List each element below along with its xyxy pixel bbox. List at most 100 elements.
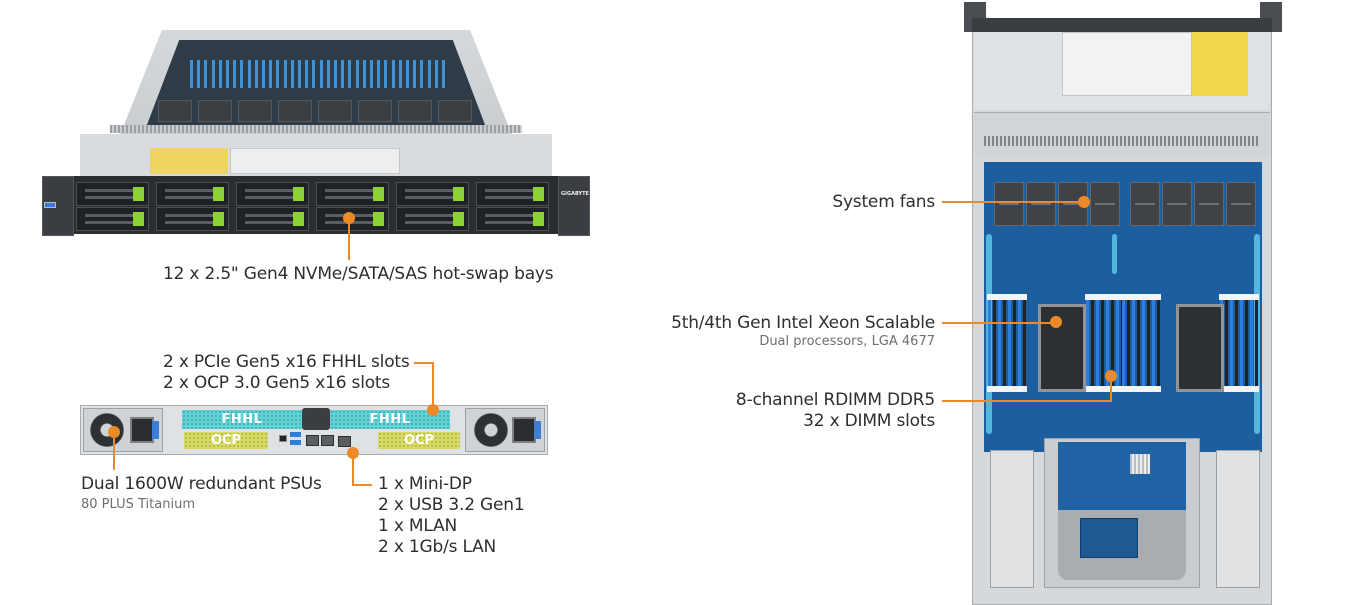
dimm-latch — [1234, 386, 1239, 392]
dimm-latch — [1249, 386, 1254, 392]
rear-io-callout-line-h — [352, 484, 372, 486]
dimm-latch — [1105, 294, 1110, 300]
drive-release-tab — [453, 212, 464, 226]
rear-io-usb: 2 x USB 3.2 Gen1 — [378, 495, 525, 515]
dimm-latch — [1229, 386, 1234, 392]
fan-group — [994, 182, 1256, 226]
drive-release-tab — [133, 212, 144, 226]
dimm-module — [341, 60, 345, 88]
dimm-latch — [1151, 386, 1156, 392]
dimm-latch — [987, 386, 992, 392]
fan-module — [238, 100, 272, 122]
fan-module — [994, 182, 1024, 226]
fan-module — [1058, 182, 1088, 226]
fan-module — [198, 100, 232, 122]
dimm-latch — [1012, 386, 1017, 392]
ocp-slots-label: 2 x OCP 3.0 Gen5 x16 slots — [163, 373, 391, 393]
dimm-slot — [1132, 294, 1135, 392]
drive-bay — [476, 207, 549, 231]
lan-port-2 — [321, 435, 334, 446]
processors-callout-line — [942, 322, 1060, 324]
lan-port-1 — [306, 435, 319, 446]
dimm-slot — [1003, 294, 1006, 392]
dimm-latch — [1224, 294, 1229, 300]
motherboard-lower — [1058, 442, 1186, 512]
dimm-latch — [1239, 294, 1244, 300]
dimm-module — [197, 60, 201, 88]
drive-release-tab — [293, 187, 304, 201]
dimm-slot — [1142, 294, 1145, 392]
dimm-module — [233, 60, 237, 88]
dimm-latch — [1254, 386, 1259, 392]
expansion-callout-line-h — [414, 362, 434, 364]
dimm-module — [218, 60, 222, 88]
cable-center — [1112, 234, 1117, 274]
fan-module — [1226, 182, 1256, 226]
dimm-latch — [1151, 294, 1156, 300]
fan-module — [278, 100, 312, 122]
dimm-latch — [1085, 294, 1090, 300]
fhhl-slot-left: FHHL — [182, 410, 302, 429]
dimm-latch — [1095, 386, 1100, 392]
fan-module — [1162, 182, 1192, 226]
fan-module — [1194, 182, 1224, 226]
right-rack-ear: GIGABYTE — [558, 176, 590, 236]
fan-module — [1090, 182, 1120, 226]
drive-bay — [156, 207, 229, 231]
dimm-module — [420, 60, 424, 88]
psu-latch — [534, 421, 541, 439]
drive-release-tab — [133, 187, 144, 201]
dimm-slot — [1086, 294, 1089, 392]
dimm-latch — [997, 386, 1002, 392]
drive-bay — [396, 207, 469, 231]
dimm-latch — [1022, 294, 1027, 300]
dimm-latch — [1115, 294, 1120, 300]
drive-bay — [76, 182, 149, 206]
top-vent-grille — [984, 136, 1260, 146]
dimm-module — [298, 60, 301, 88]
fan-module — [398, 100, 432, 122]
dimm-module — [355, 60, 359, 88]
dimm-slot — [1225, 294, 1228, 392]
ocp-board — [1080, 518, 1138, 558]
memory-callout-dot — [1105, 370, 1117, 382]
dimm-slot — [1101, 294, 1104, 392]
memory-callout-line-h — [942, 400, 1112, 402]
fan-module — [1026, 182, 1056, 226]
vent-grille — [110, 125, 522, 133]
memory-label: 8-channel RDIMM DDR5 — [735, 390, 935, 410]
dimm-slot — [993, 294, 996, 392]
caution-sticker — [150, 148, 228, 174]
drive-release-tab — [213, 187, 224, 201]
psu-sublabel: 80 PLUS Titanium — [81, 497, 195, 512]
dimm-latch — [1239, 386, 1244, 392]
dimm-latch — [1141, 294, 1146, 300]
dimm-latch — [1219, 294, 1224, 300]
processors-label: 5th/4th Gen Intel Xeon Scalable — [671, 313, 935, 333]
brand-badge: GIGABYTE — [561, 191, 589, 197]
fhhl-slot-right: FHHL — [330, 410, 450, 429]
dimm-slot — [1240, 294, 1243, 392]
memory-sublabel: 32 x DIMM slots — [803, 411, 935, 431]
dimm-latch — [1136, 386, 1141, 392]
dimm-latch — [992, 294, 997, 300]
drive-release-tab — [293, 212, 304, 226]
drive-bay — [476, 182, 549, 206]
rear-io-lan: 2 x 1Gb/s LAN — [378, 537, 497, 557]
dimm-latch — [992, 386, 997, 392]
dimm-slot — [1157, 294, 1160, 392]
dimm-module — [370, 60, 373, 88]
dimm-latch — [1090, 294, 1095, 300]
cpu-socket-1 — [1038, 304, 1086, 392]
cpu-socket-2 — [1176, 304, 1224, 392]
fan-module — [358, 100, 392, 122]
rear-io-mini-dp: 1 x Mini-DP — [378, 474, 472, 494]
dimm-latch — [1131, 294, 1136, 300]
dimm-module — [413, 60, 417, 88]
dimm-module — [247, 60, 251, 88]
dimm-module — [398, 60, 402, 88]
dimm-latch — [1110, 294, 1115, 300]
chipset-heatsink — [1130, 454, 1150, 474]
dimm-latch — [1110, 386, 1115, 392]
dimm-latch — [1244, 294, 1249, 300]
